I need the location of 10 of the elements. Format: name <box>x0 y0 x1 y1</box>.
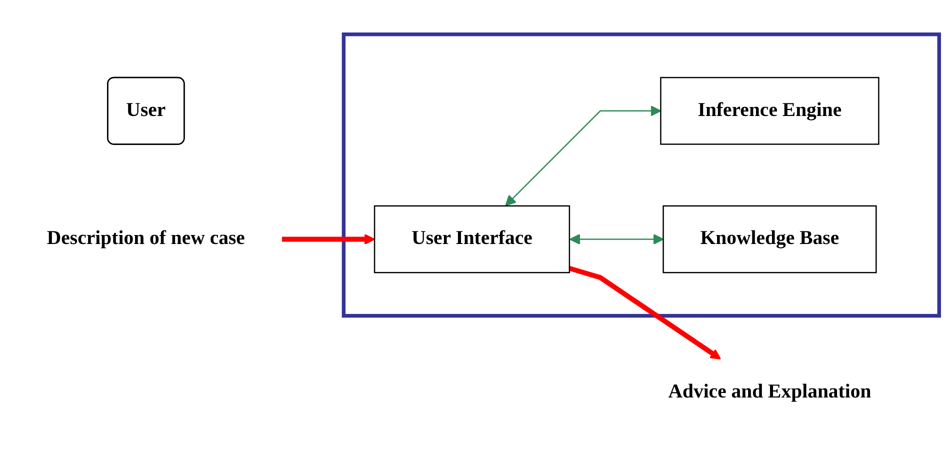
node-box: Knowledge Base <box>662 205 877 274</box>
arrow <box>505 105 662 206</box>
arrow <box>569 234 664 245</box>
node-box: User Interface <box>374 205 570 274</box>
node-text: Advice and Explanation <box>668 381 872 402</box>
arrow <box>568 266 722 360</box>
node-box: Inference Engine <box>660 76 880 145</box>
cluster <box>342 32 941 318</box>
node-text: Description of new case <box>46 228 245 250</box>
arrow <box>282 234 376 245</box>
